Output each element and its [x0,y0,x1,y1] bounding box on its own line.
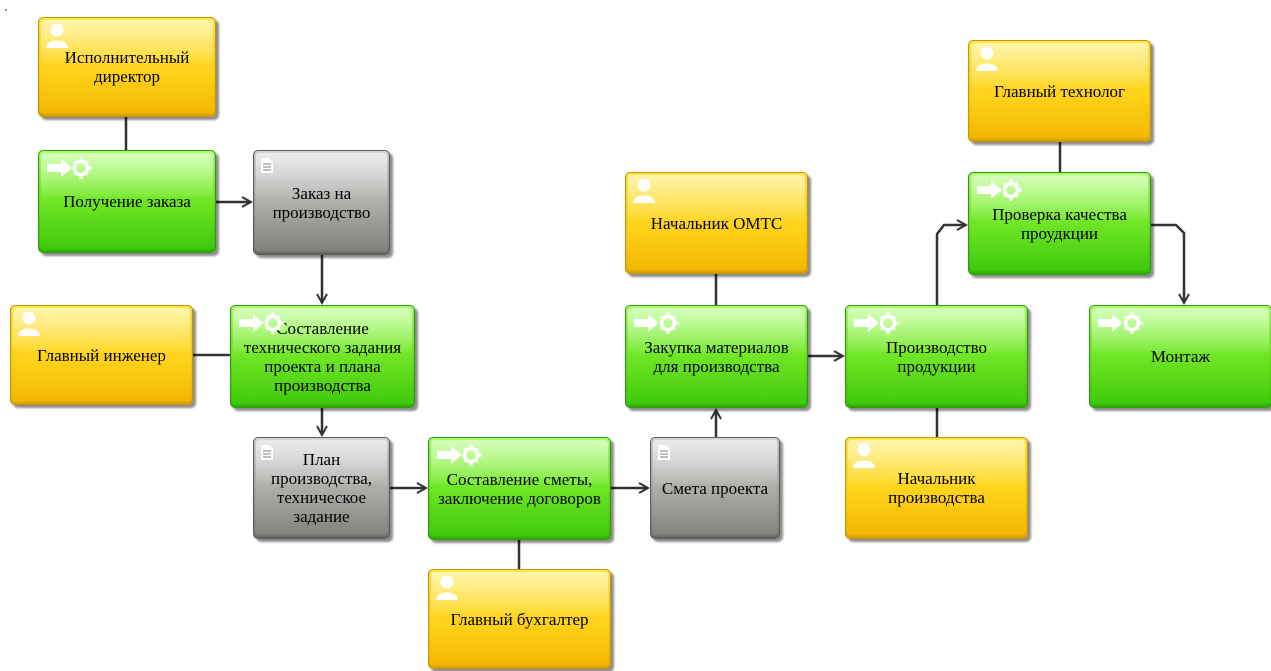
connector-n12-n15 [935,225,966,305]
role-node[interactable]: Начальник производства [845,437,1028,539]
function-node[interactable]: Закупка материалов для производства [625,305,808,408]
document-label: Заказ на производство [272,183,371,222]
process-arrow-gear-icon [975,178,1023,202]
process-arrow-gear-icon [1096,311,1144,335]
document-icon [260,157,274,174]
person-icon [45,22,69,48]
role-label: Главный инженер [37,345,166,365]
document-icon [657,444,671,461]
function-label: Составление технического задания проекта… [243,318,402,395]
connector-n15-n16 [1151,223,1184,303]
role-label: Главный технолог [993,81,1126,101]
role-node[interactable]: Исполнительный директор [38,17,216,117]
stray-dot [5,9,7,11]
function-node[interactable]: Проверка качества проудкции [968,172,1151,275]
process-arrow-gear-icon [237,311,285,335]
function-label: Производство продукции [885,337,988,376]
function-label: Монтаж [1150,347,1211,366]
function-node[interactable]: Получение заказа [38,150,216,253]
function-node[interactable]: Составление сметы, заключение договоров [428,437,611,540]
role-node[interactable]: Начальник ОМТС [625,172,808,274]
document-label: Смета проекта [661,478,769,498]
role-label: Главный бухгалтер [450,609,589,629]
person-icon [852,442,876,468]
role-node[interactable]: Главный инженер [10,305,193,405]
function-node[interactable]: Составление технического задания проекта… [230,305,415,408]
document-label: План производства, техническое задание [270,450,373,526]
person-icon [435,574,459,600]
function-node[interactable]: Монтаж [1089,305,1271,408]
role-node[interactable]: Главный технолог [968,40,1151,142]
document-node[interactable]: Заказ на производство [253,150,390,255]
process-arrow-gear-icon [435,443,483,467]
process-arrow-gear-icon [45,156,93,180]
role-node[interactable]: Главный бухгалтер [428,569,611,669]
document-node[interactable]: План производства, техническое задание [253,437,390,539]
function-label: Получение заказа [63,192,191,211]
function-label: Закупка материалов для производства [644,337,789,376]
role-label: Начальник ОМТС [650,213,783,233]
role-label: Начальник производства [888,469,985,507]
document-node[interactable]: Смета проекта [650,437,780,539]
document-icon [260,444,274,461]
person-icon [975,45,999,71]
process-arrow-gear-icon [852,311,900,335]
role-label: Исполнительный директор [64,48,190,86]
function-node[interactable]: Производство продукции [845,305,1028,408]
function-label: Составление сметы, заключение договоров [438,469,601,508]
process-arrow-gear-icon [632,311,680,335]
person-icon [17,310,41,336]
function-label: Проверка качества проудкции [992,204,1127,243]
person-icon [632,177,656,203]
